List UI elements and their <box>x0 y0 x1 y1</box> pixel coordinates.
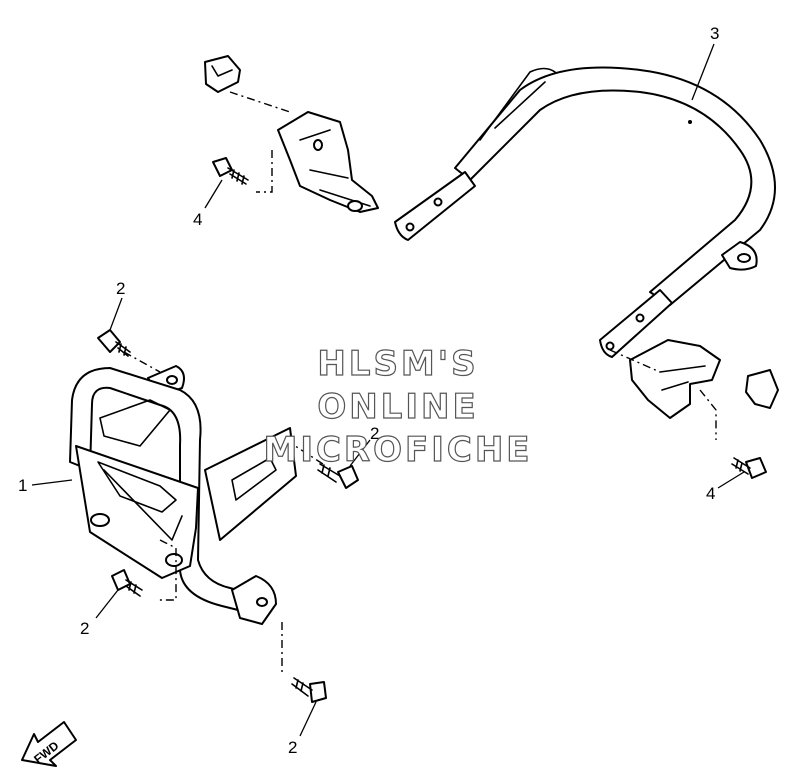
rear-guard-bar <box>394 66 776 358</box>
callout-part-2-lower-left: 2 <box>80 619 89 638</box>
bolt-2-middle <box>317 439 371 489</box>
callout-part-4-left: 4 <box>193 210 202 229</box>
bolt-4-right <box>717 457 767 489</box>
callout-part-2-top: 2 <box>116 279 125 298</box>
bolt-4-left <box>204 157 249 209</box>
watermark-line-3: MICROFICHE <box>263 430 532 470</box>
bolt-2-top <box>97 297 131 357</box>
bolt-2-bottom <box>291 677 327 737</box>
callout-part-2-bottom: 2 <box>288 738 297 757</box>
watermark-line-1: HLSM'S <box>317 344 478 384</box>
left-mount-bracket <box>204 55 379 213</box>
callout-part-2-middle: 2 <box>370 424 379 443</box>
front-guard <box>69 351 327 672</box>
right-mount-bracket <box>609 339 779 440</box>
watermark-line-2: ONLINE <box>317 387 478 427</box>
callout-part-4-right: 4 <box>706 484 715 503</box>
callout-part-1: 1 <box>18 476 27 495</box>
callout-part-3: 3 <box>710 24 719 43</box>
fwd-direction-arrow: FWD <box>21 721 77 767</box>
bolt-2-lower-left <box>95 569 143 619</box>
